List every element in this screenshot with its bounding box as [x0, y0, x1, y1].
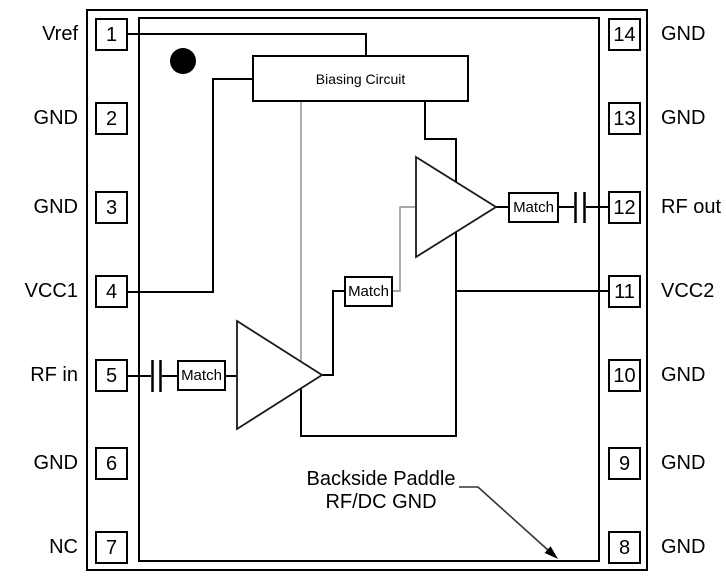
amplifier1-triangle: [236, 319, 324, 431]
match-block-output: Match: [508, 192, 559, 223]
pin-label-gnd3: GND: [33, 196, 78, 218]
backside-arrowhead: [544, 546, 558, 559]
pin-box-9: 9: [608, 447, 641, 480]
pin-label-vcc2: VCC2: [661, 280, 715, 302]
pin-box-11: 11: [608, 275, 641, 308]
wire-biasing-step-ground-loop: [300, 102, 457, 437]
biasing-circuit-block: Biasing Circuit: [252, 55, 469, 102]
die-boundary: [138, 17, 600, 562]
wire-vref-to-biasing: [128, 33, 367, 55]
pin-box-13: 13: [608, 102, 641, 135]
pin-label-gnd10: GND: [661, 364, 706, 386]
pin-box-3: 3: [95, 191, 128, 224]
pin-number: 2: [105, 107, 118, 130]
wire-match-interstage-to-amp2: [392, 206, 415, 292]
pin-number: 13: [613, 107, 636, 130]
match-block-input: Match: [177, 360, 226, 391]
amplifier2-triangle: [415, 155, 498, 259]
backside-paddle-note-line2: RF/DC GND: [325, 491, 437, 513]
match-block-interstage: Match: [344, 276, 393, 307]
backside-paddle-note: Backside Paddle RF/DC GND: [285, 468, 477, 514]
pin-label-vcc1: VCC1: [24, 280, 78, 302]
pin-number: 12: [613, 196, 636, 219]
pin-number: 10: [613, 364, 636, 387]
pin-label-gnd6: GND: [33, 452, 78, 474]
match-input-label: Match: [181, 367, 222, 384]
pin-box-5: 5: [95, 359, 128, 392]
pin-label-rfin: RF in: [30, 364, 78, 386]
pin-box-7: 7: [95, 531, 128, 564]
pin-label-gnd2: GND: [33, 107, 78, 129]
wire-vcc1-to-biasing: [128, 78, 252, 293]
pin-box-4: 4: [95, 275, 128, 308]
pin-box-1: 1: [95, 18, 128, 51]
wire-amp1-to-match-interstage: [322, 290, 344, 376]
pin-number: 9: [618, 452, 631, 475]
pin-number: 4: [105, 280, 118, 303]
pin-box-2: 2: [95, 102, 128, 135]
pin-number: 14: [613, 23, 636, 46]
pin1-marker-dot: [170, 48, 196, 74]
backside-paddle-note-line1: Backside Paddle: [306, 468, 456, 490]
pin-label-gnd14: GND: [661, 23, 706, 45]
pin-number: 5: [105, 364, 118, 387]
pin-number: 6: [105, 452, 118, 475]
pin-number: 11: [614, 280, 635, 303]
pin-number: 7: [105, 536, 118, 559]
pin-label-gnd13: GND: [661, 107, 706, 129]
pin-label-gnd8: GND: [661, 536, 706, 558]
match-interstage-label: Match: [348, 283, 389, 300]
pin-label-gnd9: GND: [661, 452, 706, 474]
package-outline: [86, 9, 648, 571]
backside-leader-line: [459, 486, 550, 552]
pin-label-rfout: RF out: [661, 196, 722, 218]
pin-number: 1: [105, 23, 118, 46]
match-output-label: Match: [513, 199, 554, 216]
pin-label-vref: Vref: [42, 23, 78, 45]
pin-box-8: 8: [608, 531, 641, 564]
pin-box-10: 10: [608, 359, 641, 392]
pin-box-14: 14: [608, 18, 641, 51]
pin-number: 3: [105, 196, 118, 219]
pin-label-nc: NC: [49, 536, 78, 558]
pin-box-6: 6: [95, 447, 128, 480]
biasing-circuit-label: Biasing Circuit: [315, 70, 406, 87]
pin-box-12: 12: [608, 191, 641, 224]
pin-number: 8: [618, 536, 631, 559]
